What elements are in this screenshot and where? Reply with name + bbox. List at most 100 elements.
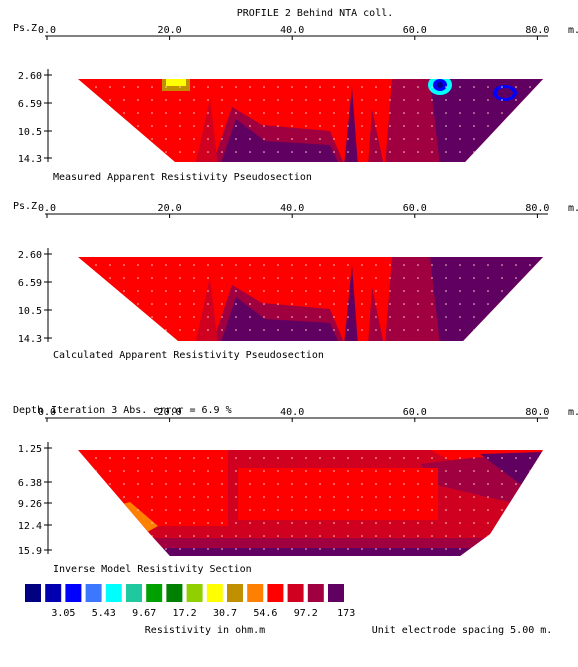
datum-point [375,470,377,472]
datum-point [151,548,153,550]
datum-point [277,535,279,537]
datum-point [487,509,489,511]
datum-point [165,457,167,459]
datum-point [445,509,447,511]
datum-point [487,290,489,292]
datum-point [445,548,447,550]
datum-point [109,509,111,511]
datum-point [137,548,139,550]
legend-label: 5.43 [92,608,116,619]
datum-point [81,125,83,127]
datum-point [389,316,391,318]
datum-point [501,112,503,114]
datum-point [235,548,237,550]
datum-point [193,457,195,459]
datum-point [459,138,461,140]
datum-point [81,99,83,101]
y-tick-label: 10.5 [18,127,42,138]
datum-point [431,125,433,127]
datum-point [221,138,223,140]
datum-point [403,316,405,318]
datum-point [431,112,433,114]
datum-point [263,316,265,318]
datum-point [515,290,517,292]
resistivity-zone [140,538,500,548]
datum-point [305,329,307,331]
datum-point [207,548,209,550]
datum-point [291,303,293,305]
datum-point [487,99,489,101]
legend-swatch [45,584,62,602]
datum-point [347,457,349,459]
datum-point [95,522,97,524]
datum-point [249,548,251,550]
datum-point [207,277,209,279]
datum-point [417,303,419,305]
datum-point [347,496,349,498]
datum-point [529,496,531,498]
datum-point [165,99,167,101]
datum-point [235,509,237,511]
datum-point [459,125,461,127]
datum-point [95,470,97,472]
datum-point [207,151,209,153]
datum-point [123,522,125,524]
datum-point [459,470,461,472]
datum-point [445,470,447,472]
datum-point [235,264,237,266]
datum-point [263,86,265,88]
datum-point [515,496,517,498]
datum-point [151,290,153,292]
datum-point [249,138,251,140]
datum-point [473,290,475,292]
datum-point [487,125,489,127]
datum-point [319,303,321,305]
legend-swatch [287,584,304,602]
datum-point [81,112,83,114]
resistivity-zone [344,265,358,341]
datum-point [417,457,419,459]
datum-point [543,125,545,127]
resistivity-zone [140,548,500,556]
datum-point [193,277,195,279]
datum-point [81,264,83,266]
datum-point [235,496,237,498]
datum-point [291,509,293,511]
datum-point [109,290,111,292]
datum-point [277,316,279,318]
datum-point [543,535,545,537]
datum-point [165,138,167,140]
datum-point [445,277,447,279]
datum-point [333,329,335,331]
datum-point [277,151,279,153]
datum-point [109,496,111,498]
datum-point [81,548,83,550]
datum-point [529,316,531,318]
datum-point [515,316,517,318]
datum-point [263,303,265,305]
datum-point [515,535,517,537]
datum-point [137,522,139,524]
datum-point [263,535,265,537]
legend-label: 30.7 [213,608,237,619]
x-tick-label: 20.0 [158,407,182,418]
datum-point [361,548,363,550]
datum-point [291,277,293,279]
datum-point [235,99,237,101]
datum-point [165,509,167,511]
datum-point [389,483,391,485]
datum-point [431,535,433,537]
datum-point [361,483,363,485]
datum-point [403,548,405,550]
datum-point [389,125,391,127]
datum-point [487,86,489,88]
datum-point [515,99,517,101]
datum-point [417,264,419,266]
datum-point [305,151,307,153]
datum-point [137,290,139,292]
datum-point [263,99,265,101]
datum-point [333,316,335,318]
y-tick-label: 2.60 [18,71,42,82]
datum-point [431,277,433,279]
datum-point [291,483,293,485]
